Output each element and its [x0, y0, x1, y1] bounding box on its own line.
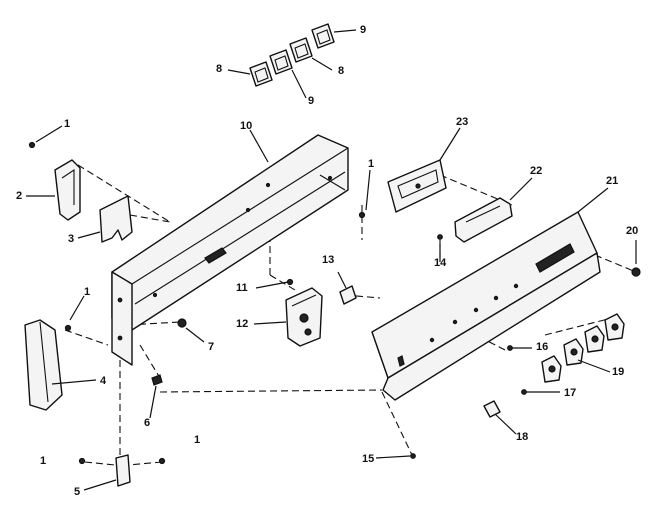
screw-part-11: [286, 278, 294, 286]
callout-6: 6: [144, 417, 151, 429]
callout-20: 20: [626, 225, 639, 237]
callout-16: 16: [536, 341, 549, 353]
side-panel-part-4: [24, 319, 63, 411]
callout-7: 7: [208, 341, 215, 353]
leader-lines: [26, 29, 637, 491]
switch-assembly-part-12: [285, 287, 323, 347]
callout-1-right: 1: [368, 158, 375, 170]
clip-part-5: [115, 454, 131, 487]
left-end-bracket: [111, 271, 133, 366]
switch-blocks-parts-8-9: [249, 23, 335, 87]
control-module-part-23: [387, 159, 447, 213]
screw-part-14: [437, 234, 443, 240]
front-control-panel-part-21: [371, 211, 601, 401]
screw-part-20: [631, 267, 641, 277]
callout-1-bottom-left: 1: [40, 455, 47, 467]
rear-bracket-part-10: [111, 134, 349, 331]
callout-8-left: 8: [216, 63, 223, 75]
fastener-part-7: [177, 318, 187, 328]
callout-1-mid-left: 1: [84, 286, 91, 298]
callout-23: 23: [456, 116, 469, 128]
callout-4: 4: [100, 375, 107, 387]
callout-14: 14: [434, 257, 447, 269]
callout-9-lower: 9: [308, 95, 315, 107]
callout-8-right: 8: [338, 65, 345, 77]
callout-22: 22: [530, 165, 543, 177]
side-bracket-part-2: [54, 159, 81, 221]
callout-9-upper: 9: [360, 24, 367, 36]
callout-3: 3: [68, 233, 75, 245]
callout-12: 12: [236, 318, 249, 330]
callout-11: 11: [236, 282, 248, 294]
switch-bracket-part-22: [454, 197, 513, 243]
callout-21: 21: [606, 175, 619, 187]
callout-10: 10: [240, 120, 253, 132]
clip-bracket-part-3: [99, 195, 133, 243]
callout-13: 13: [322, 254, 335, 266]
callout-5: 5: [74, 486, 81, 498]
callout-19: 19: [612, 366, 625, 378]
callout-15: 15: [362, 453, 375, 465]
callout-1-bottom-mid: 1: [194, 434, 201, 446]
clip-part-13: [339, 285, 357, 305]
callout-18: 18: [516, 431, 529, 443]
screws-part-1: [28, 141, 366, 465]
callout-1-top-left: 1: [64, 118, 71, 130]
callout-17: 17: [564, 387, 577, 399]
callout-2: 2: [16, 190, 23, 202]
knobs-part-19: [541, 313, 625, 383]
screw-part-6: [151, 374, 163, 386]
